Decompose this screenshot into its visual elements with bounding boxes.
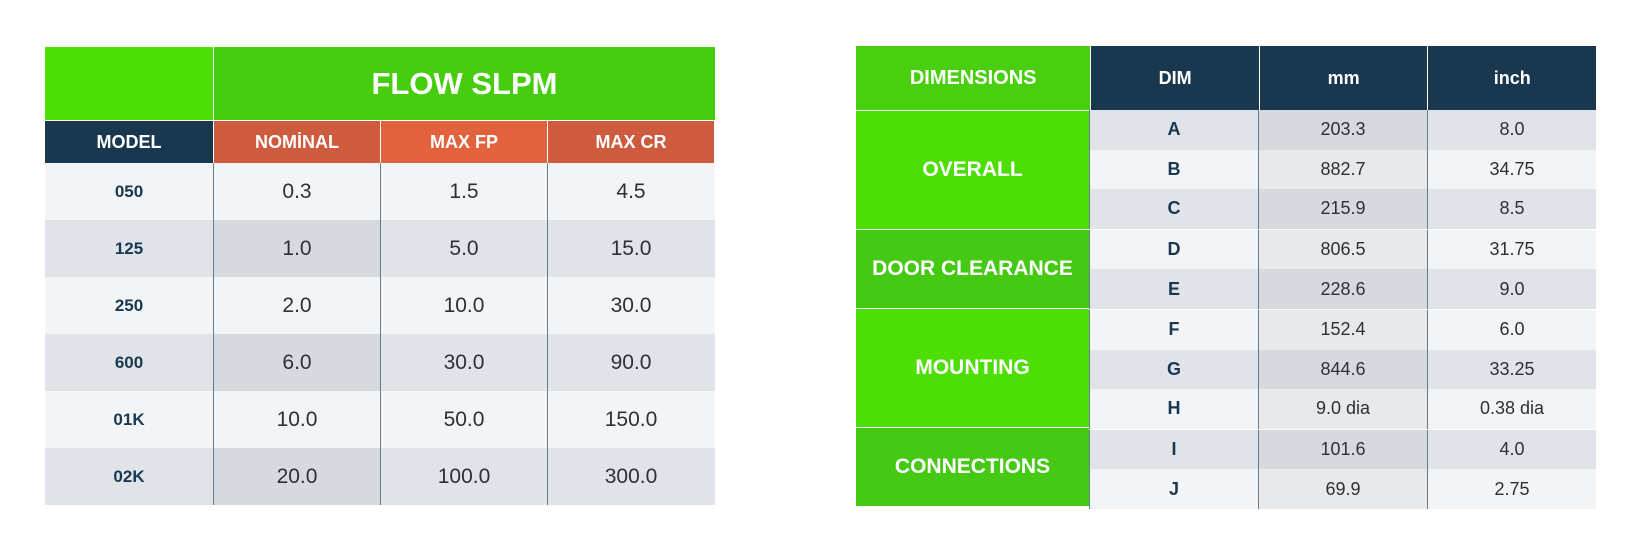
mm-cell: 203.3 <box>1258 110 1427 150</box>
max-fp-cell: 10.0 <box>380 277 547 334</box>
inch-cell: 34.75 <box>1427 149 1596 190</box>
nominal-cell: 10.0 <box>213 391 380 448</box>
group-door-clearance: DOOR CLEARANCE <box>856 229 1089 308</box>
dimension-groups: OVERALL DOOR CLEARANCE MOUNTING CONNECTI… <box>856 110 1089 509</box>
max-cr-column-header: MAX CR <box>547 121 714 163</box>
flow-header-row: MODEL NOMİNAL MAX FP MAX CR <box>45 120 715 163</box>
dim-cell: C <box>1089 189 1258 229</box>
dim-cell: J <box>1089 469 1258 509</box>
group-overall: OVERALL <box>856 110 1089 229</box>
mm-cell: 101.6 <box>1258 429 1427 470</box>
max-fp-cell: 100.0 <box>380 448 547 505</box>
group-connections: CONNECTIONS <box>856 427 1089 506</box>
inch-cell: 8.5 <box>1427 189 1596 229</box>
max-fp-cell: 1.5 <box>380 163 547 220</box>
max-cr-cell: 90.0 <box>547 334 714 391</box>
max-cr-cell: 30.0 <box>547 277 714 334</box>
inch-column-header: inch <box>1427 46 1596 110</box>
max-fp-cell: 5.0 <box>380 220 547 277</box>
group-mounting: MOUNTING <box>856 308 1089 427</box>
model-column-header: MODEL <box>45 121 213 163</box>
inch-cell: 8.0 <box>1427 110 1596 150</box>
model-cell: 600 <box>114 352 144 372</box>
inch-cell: 33.25 <box>1427 349 1596 390</box>
inch-cell: 4.0 <box>1427 429 1596 470</box>
dim-cell: G <box>1089 349 1258 390</box>
nominal-cell: 1.0 <box>213 220 380 277</box>
dim-cell: I <box>1089 429 1258 470</box>
dim-cell: H <box>1089 389 1258 429</box>
model-cell: 02K <box>113 466 145 486</box>
max-cr-cell: 15.0 <box>547 220 714 277</box>
mm-cell: 228.6 <box>1258 269 1427 309</box>
flow-title-row: FLOW SLPM <box>45 47 715 120</box>
dim-cell: B <box>1089 149 1258 190</box>
dimensions-table: DIMENSIONS DIM mm inch OVERALL DOOR CLEA… <box>856 46 1596 509</box>
inch-cell: 2.75 <box>1427 469 1596 509</box>
nominal-cell: 6.0 <box>213 334 380 391</box>
inch-cell: 6.0 <box>1427 309 1596 350</box>
max-cr-cell: 150.0 <box>547 391 714 448</box>
max-fp-cell: 30.0 <box>380 334 547 391</box>
dimensions-body: OVERALL DOOR CLEARANCE MOUNTING CONNECTI… <box>856 110 1596 509</box>
mm-cell: 69.9 <box>1258 469 1427 509</box>
max-fp-column-header: MAX FP <box>380 121 547 163</box>
model-cell: 250 <box>114 295 144 315</box>
mm-cell: 882.7 <box>1258 149 1427 190</box>
model-cell: 125 <box>114 238 144 258</box>
dimensions-header-row: DIMENSIONS DIM mm inch <box>856 46 1596 110</box>
mm-cell: 806.5 <box>1258 229 1427 270</box>
nominal-column-header: NOMİNAL <box>213 121 380 163</box>
mm-cell: 844.6 <box>1258 349 1427 390</box>
flow-corner-cell <box>45 47 214 120</box>
dimensions-header: DIMENSIONS <box>856 46 1091 110</box>
max-cr-cell: 300.0 <box>547 448 714 505</box>
dim-column-header: DIM <box>1090 46 1259 110</box>
model-cell: 01K <box>113 409 145 429</box>
inch-cell: 31.75 <box>1427 229 1596 270</box>
dim-cell: A <box>1089 110 1258 150</box>
inch-cell: 0.38 dia <box>1427 389 1596 429</box>
max-fp-cell: 50.0 <box>380 391 547 448</box>
mm-cell: 215.9 <box>1258 189 1427 229</box>
mm-column-header: mm <box>1258 46 1428 110</box>
mm-cell: 9.0 dia <box>1258 389 1427 429</box>
max-cr-cell: 4.5 <box>547 163 714 220</box>
nominal-cell: 0.3 <box>213 163 380 220</box>
inch-cell: 9.0 <box>1427 269 1596 309</box>
dim-cell: F <box>1089 309 1258 350</box>
nominal-cell: 20.0 <box>213 448 380 505</box>
dim-cell: E <box>1089 269 1258 309</box>
nominal-cell: 2.0 <box>213 277 380 334</box>
model-cell: 050 <box>114 181 144 201</box>
flow-title: FLOW SLPM <box>214 47 715 120</box>
dim-cell: D <box>1089 229 1258 270</box>
mm-cell: 152.4 <box>1258 309 1427 350</box>
flow-table: FLOW SLPM MODEL NOMİNAL MAX FP MAX CR 05… <box>45 47 715 505</box>
